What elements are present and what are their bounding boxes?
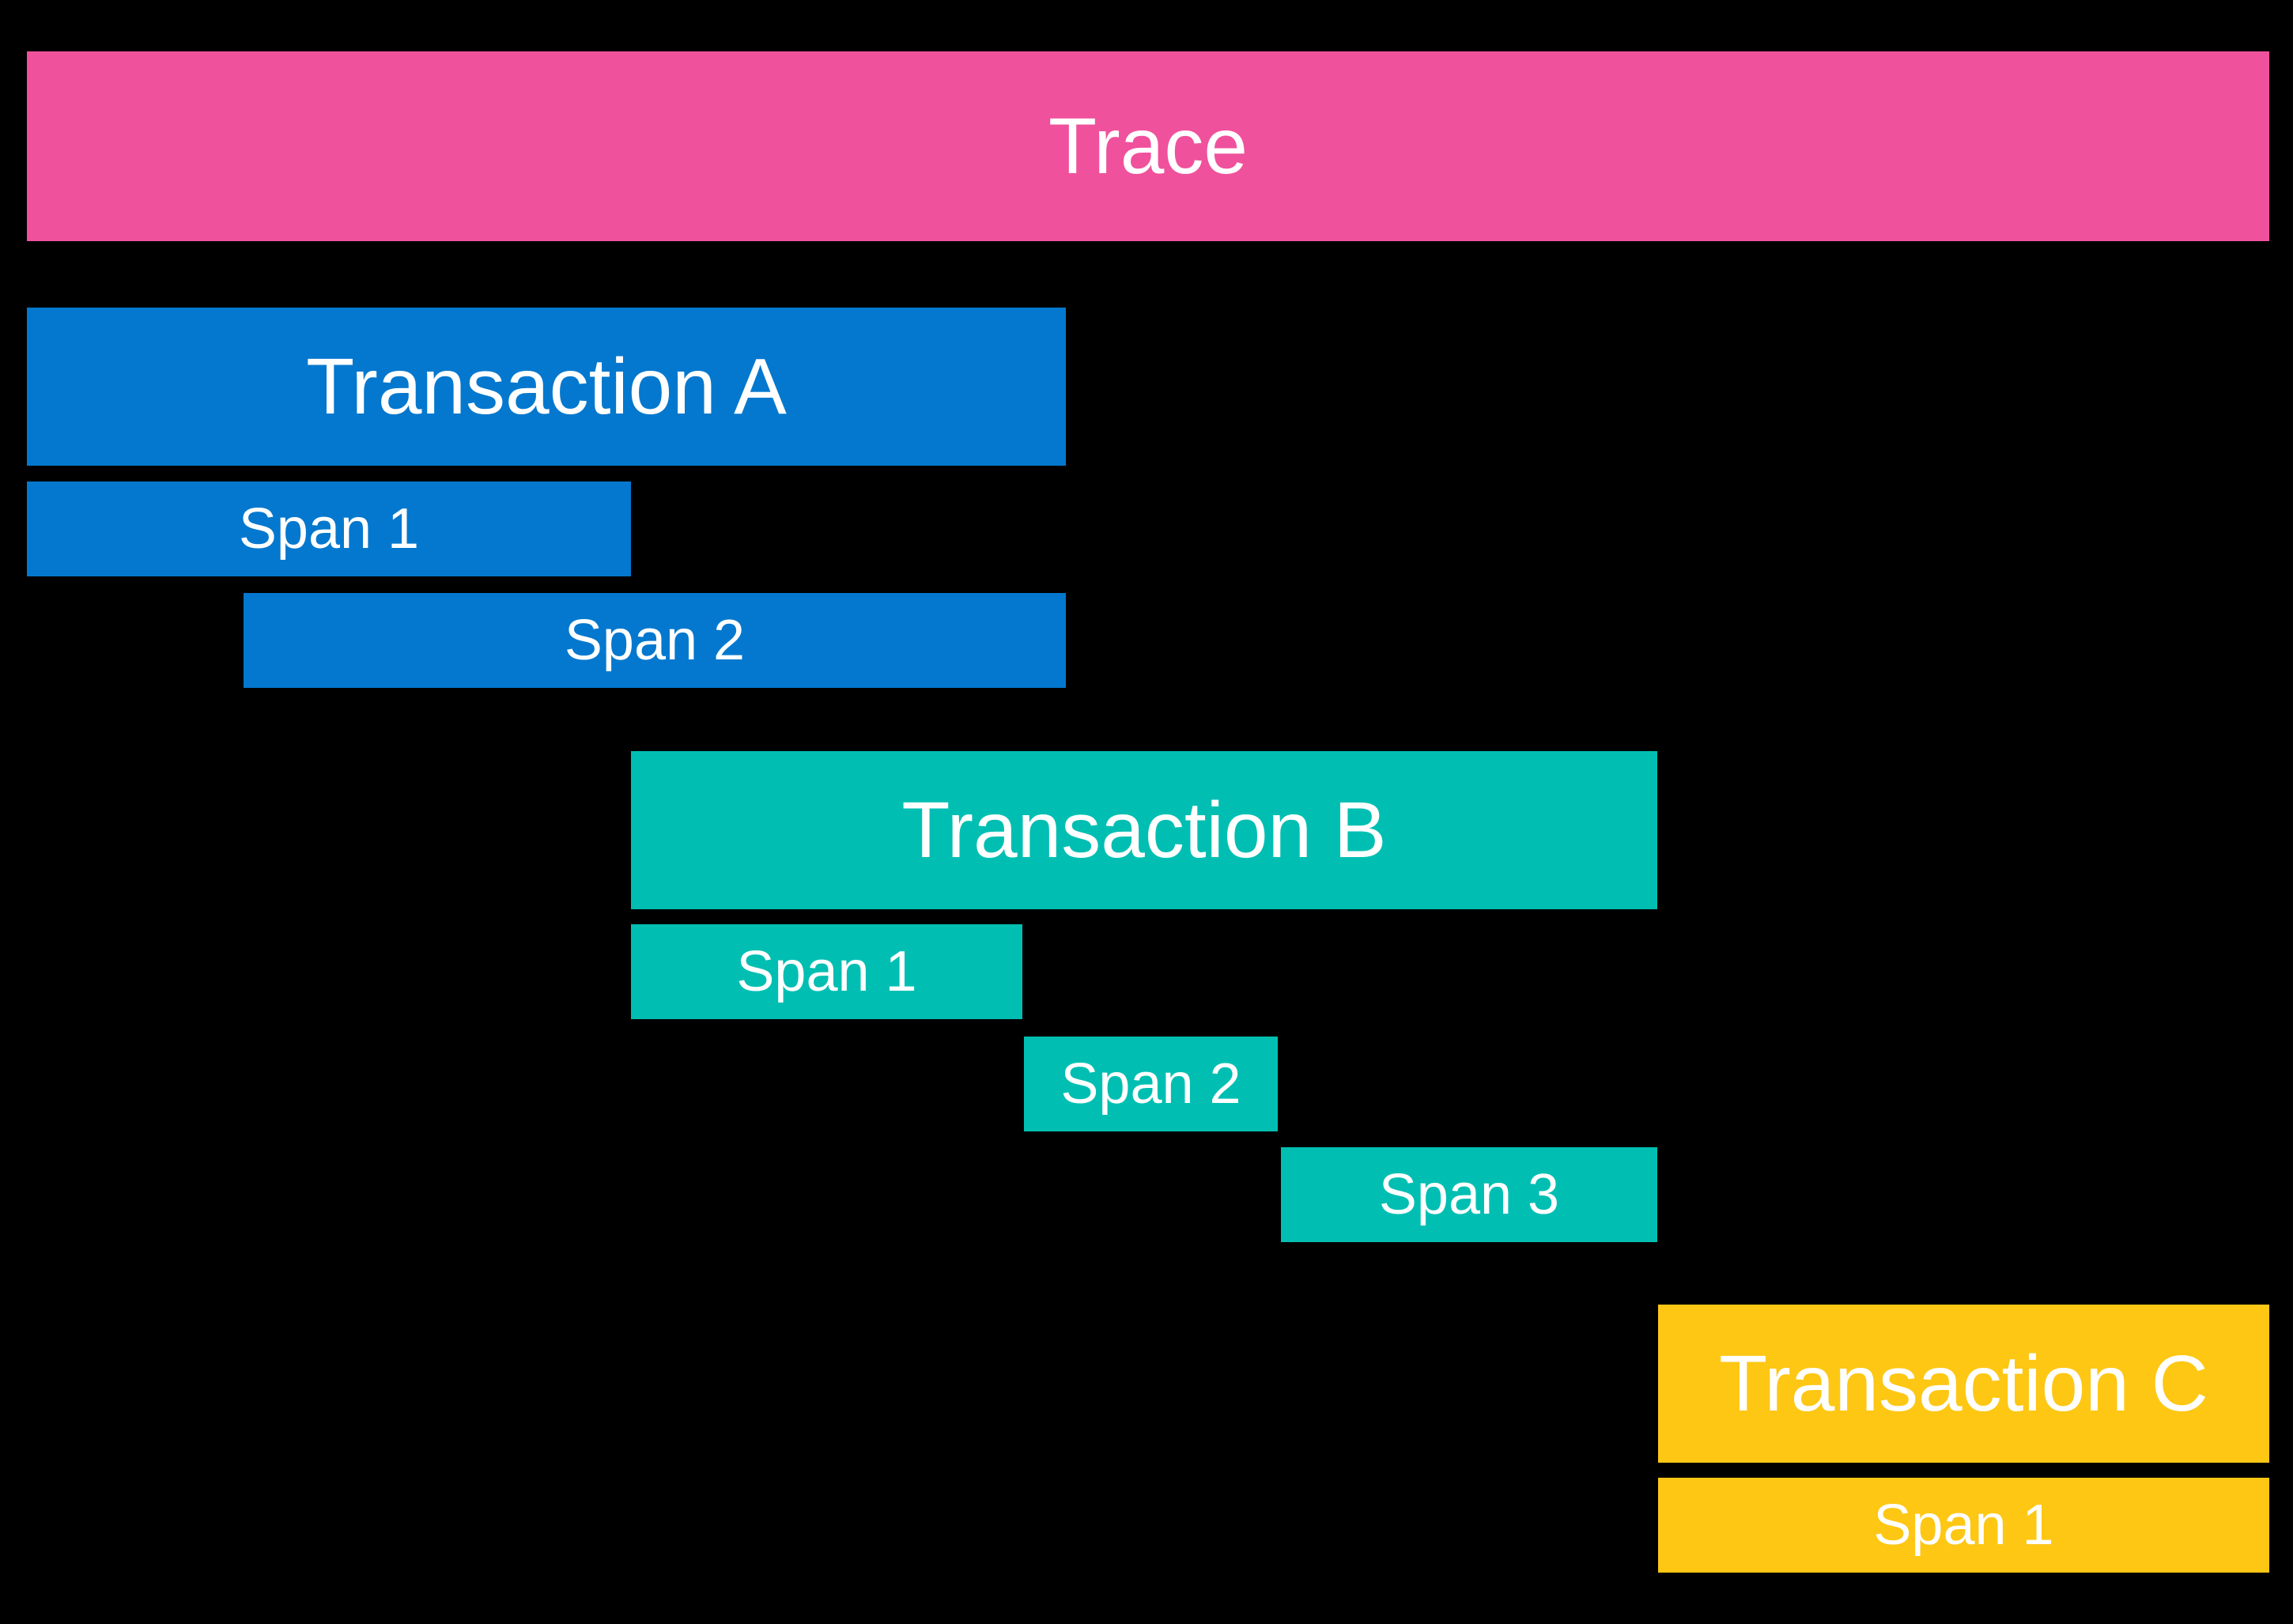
transaction-b-bar-label: Transaction B	[901, 785, 1387, 874]
transaction-b-bar: Transaction B	[631, 751, 1657, 909]
transaction-b-span-2-bar-label: Span 2	[1060, 1052, 1241, 1116]
trace-bar: Trace	[27, 51, 2269, 241]
transaction-a-span-2-bar: Span 2	[244, 593, 1066, 688]
transaction-a-span-2-bar-label: Span 2	[564, 609, 746, 672]
transaction-c-bar-label: Transaction C	[1719, 1339, 2208, 1428]
transaction-c-span-1-bar: Span 1	[1658, 1478, 2269, 1573]
transaction-b-span-3-bar-label: Span 3	[1378, 1163, 1560, 1226]
transaction-a-bar: Transaction A	[27, 308, 1066, 466]
transaction-b-span-1-bar: Span 1	[631, 924, 1022, 1019]
transaction-b-span-1-bar-label: Span 1	[736, 940, 917, 1003]
trace-bar-label: Trace	[1048, 101, 1248, 191]
transaction-a-span-1-bar-label: Span 1	[238, 497, 420, 561]
transaction-a-span-1-bar: Span 1	[27, 482, 631, 576]
transaction-c-bar: Transaction C	[1658, 1305, 2269, 1463]
transaction-b-span-2-bar: Span 2	[1024, 1037, 1278, 1131]
transaction-c-span-1-bar-label: Span 1	[1873, 1494, 2054, 1557]
transaction-a-bar-label: Transaction A	[306, 342, 787, 431]
transaction-b-span-3-bar: Span 3	[1281, 1147, 1657, 1242]
